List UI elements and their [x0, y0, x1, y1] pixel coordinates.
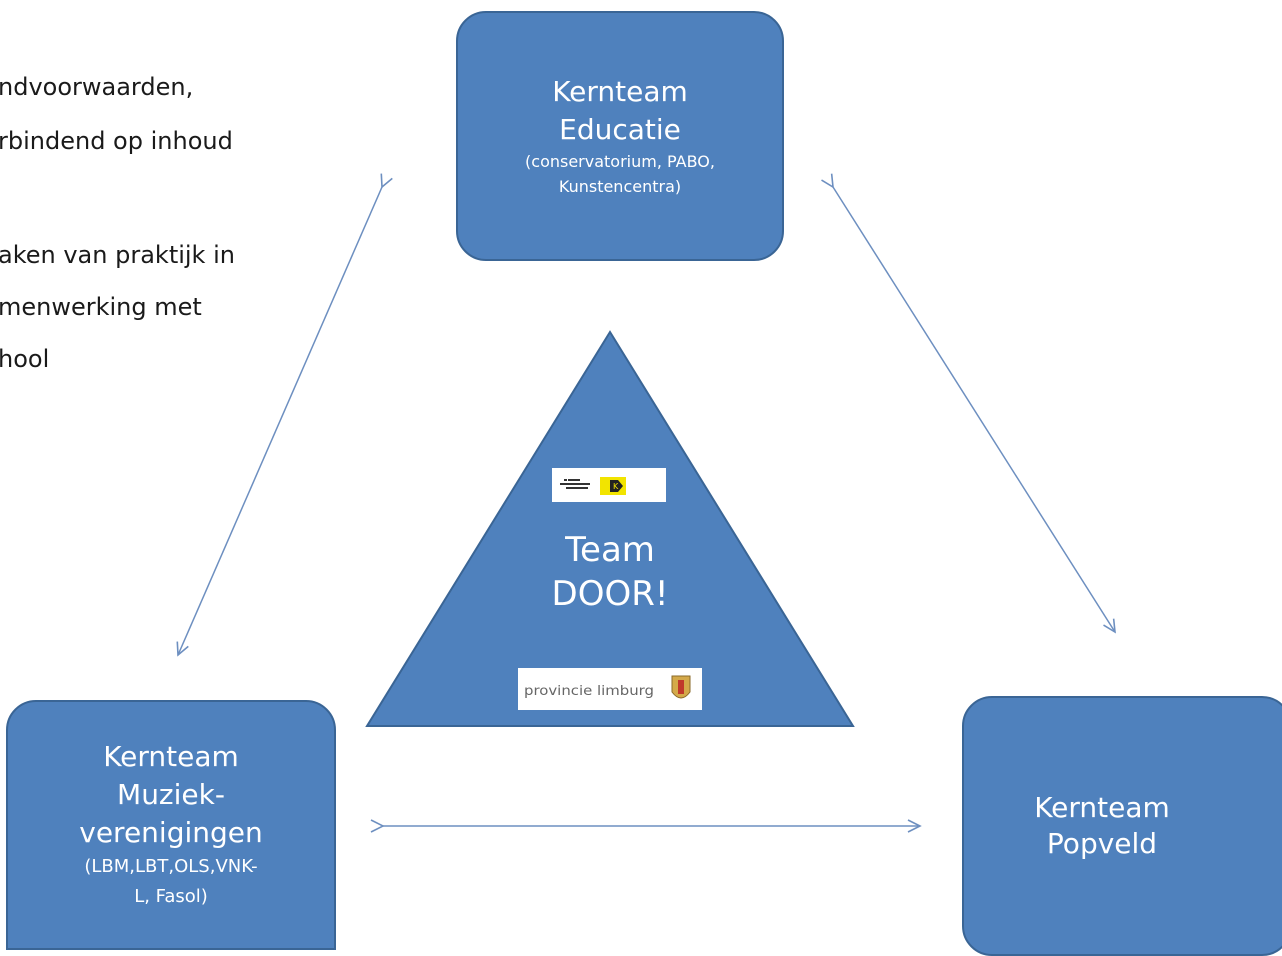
muziek-title-2: Muziek- — [117, 778, 225, 811]
popveld-title-2: Popveld — [1046, 827, 1158, 860]
muziek-title-1: Kernteam — [103, 740, 239, 773]
center-line-1: Team — [565, 530, 655, 570]
kunstencentra-logo: K — [552, 468, 666, 502]
educatie-title-2: Educatie — [559, 113, 681, 146]
center-line-2: DOOR! — [551, 574, 669, 614]
muziek-sub-2: L, Fasol) — [134, 886, 208, 907]
side-text-line-5: hool — [0, 345, 50, 373]
muziek-title-3: verenigingen — [79, 816, 263, 849]
side-text-line-2: rbindend op inhoud — [0, 127, 233, 155]
muziek-sub-1: (LBM,LBT,OLS,VNK- — [84, 856, 258, 877]
kernteam-muziek-box: Kernteam Muziek- verenigingen (LBM,LBT,O… — [6, 700, 336, 950]
team-triangle — [365, 330, 855, 727]
svg-text:K: K — [613, 482, 619, 491]
educatie-sub-1: (conservatorium, PABO, — [525, 152, 715, 171]
kernteam-educatie-box: Kernteam Educatie (conservatorium, PABO,… — [456, 11, 784, 261]
provincie-limburg-logo: provincie limburg — [518, 668, 702, 710]
popveld-title-1: Kernteam — [1034, 791, 1170, 824]
kernteam-popveld-box: Kernteam Popveld — [962, 696, 1282, 956]
arrow-educatie-popveld — [821, 173, 1116, 634]
svg-text:provincie limburg: provincie limburg — [524, 684, 654, 699]
limburg-crest-icon: provincie limburg — [524, 675, 691, 699]
kunstencentra-logo-icon: K — [560, 477, 626, 495]
side-text-line-4: menwerking met — [0, 293, 202, 321]
educatie-title-1: Kernteam — [552, 75, 688, 108]
arrow-educatie-muziek — [176, 173, 393, 657]
educatie-sub-2: Kunstencentra) — [558, 177, 682, 196]
team-door-label: Team DOOR! — [520, 528, 700, 616]
side-text-line-1: ndvoorwaarden, — [0, 73, 194, 101]
